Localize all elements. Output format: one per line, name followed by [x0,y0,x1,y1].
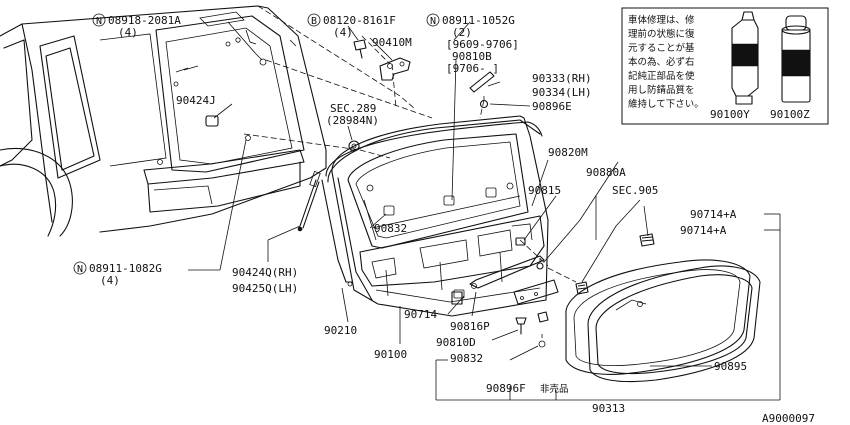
back-door-panel [327,115,549,317]
leader-lines [188,21,781,401]
notice-line-4: 本の為、必ず右 [628,56,695,68]
bolt [353,39,367,59]
label-08911-1052g-qty: (2) [452,26,472,39]
nut-symbol-icon [92,13,106,27]
label-90815: 90815 [528,184,561,197]
label-90810d: 90810D [436,336,476,349]
garnish-strip [513,279,559,305]
label-90810b: 90810B [452,50,492,63]
glass-weatherstrip [587,265,761,383]
door-stay [469,71,495,93]
vehicle-body [0,5,327,237]
label-08911-1052g: 08911-1052G [442,14,515,27]
wiper-rod [469,255,545,289]
label-90820m: 90820M [548,146,588,159]
label-90895: 90895 [714,360,747,373]
spray-can-icon [781,15,811,103]
nut-symbol-icon-2 [426,13,440,27]
label-90714a-1: 90714+A [690,208,737,221]
notice-line-6: 用し防錆品質を [628,84,695,96]
label-90832-lower: 90832 [450,352,483,365]
small-hardware [451,233,655,305]
grommet [348,140,360,152]
label-90100: 90100 [374,348,407,361]
prefix-n-2: N [430,16,436,27]
screw [515,317,527,335]
label-sec289: SEC.289 [330,102,376,115]
label-not-for-sale: 非売品 [540,383,569,395]
label-08120-8161f: 08120-8161F [323,14,396,27]
label-90334-lh: 90334(LH) [532,86,592,99]
bolt-symbol-icon [307,13,321,27]
weatherstrip [321,121,543,287]
label-08911-1082g-qty: (4) [100,274,120,287]
label-90100z: 90100Z [770,108,810,121]
label-08918-2081a: 08918-2081A [108,14,181,27]
prefix-n: N [96,16,102,27]
prefix-n-3: N [77,264,83,275]
nut-symbol-icon-3 [73,261,87,275]
label-08918-qty: (4) [118,26,138,39]
gas-strut [297,170,321,232]
notice-line-1: 車体修理は、修 [628,14,695,26]
figure-id: A9000097 [762,412,815,425]
label-90714: 90714 [404,308,437,321]
label-90313: 90313 [592,402,625,415]
label-90896e: 90896E [532,100,572,113]
label-90816p: 90816P [450,320,490,333]
label-08911-1082g: 08911-1082G [89,262,162,275]
label-90832-upper: 90832 [374,222,407,235]
label-sec905: SEC.905 [612,184,658,197]
label-90896f: 90896F [486,382,526,395]
sealant-tube-icon [731,11,759,105]
hinge-bracket [379,57,411,81]
clip-90832 [537,311,549,348]
notice-line-7: 維持して下さい。 [628,98,704,110]
label-9609-9706: [9609-9706] [446,38,519,51]
label-90714a-2: 90714+A [680,224,727,237]
label-90424j: 90424J [176,94,216,107]
notice-line-3: 元することが基 [628,42,695,54]
label-90424q-rh: 90424Q(RH) [232,266,298,279]
label-90210: 90210 [324,324,357,337]
label-90333-rh: 90333(RH) [532,72,592,85]
prefix-b: B [311,16,317,27]
label-9706: [9706- ] [446,62,499,75]
back-window-glass [565,259,751,375]
notice-box: 車体修理は、修 理前の状態に復 元することが基 本の為、必ず右 記純正部品を使 … [621,7,829,125]
label-90880a: 90880A [586,166,626,179]
bumper-stop [205,115,219,127]
clip [479,96,489,109]
assembly-guide-lines [243,5,577,283]
label-28984n: (28984N) [326,114,379,127]
label-08120-qty: (4) [333,26,353,39]
part-labels: N 08918-2081A (4) B 08120-8161F (4) 9041… [73,13,815,425]
label-90100y: 90100Y [710,108,750,121]
label-90425q-lh: 90425Q(LH) [232,282,298,295]
label-90410m: 90410M [372,36,412,49]
notice-line-2: 理前の状態に復 [628,28,695,40]
notice-line-5: 記純正部品を使 [628,70,695,82]
